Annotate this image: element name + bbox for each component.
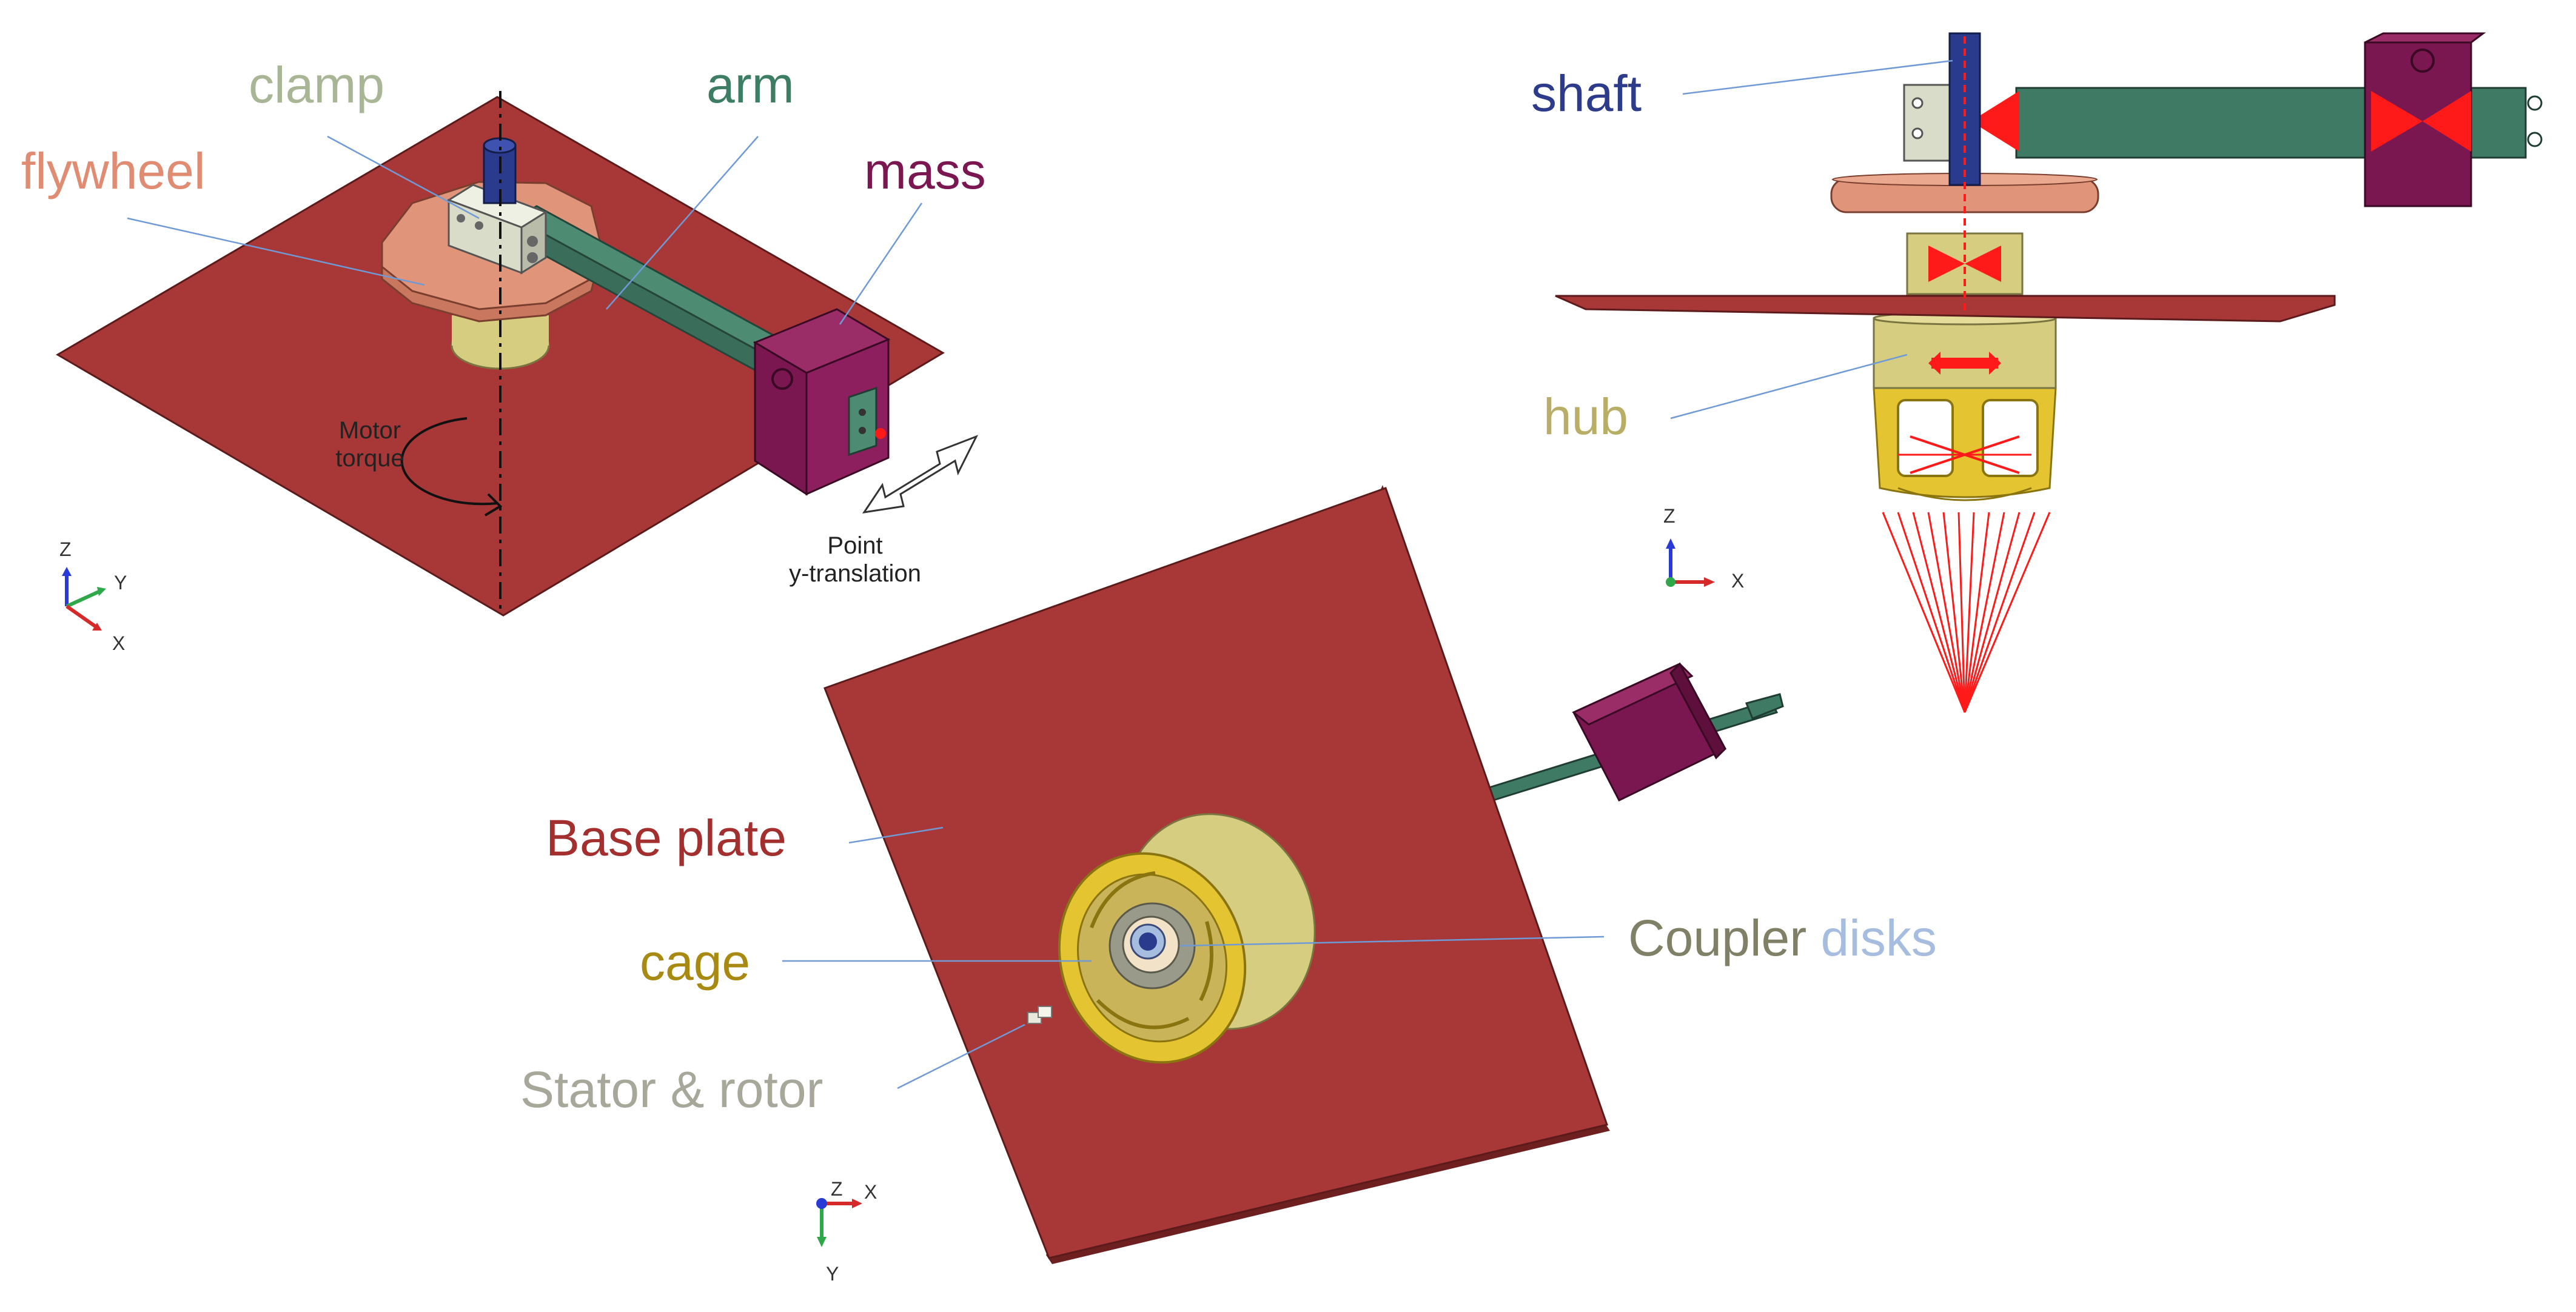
label-cage-text: cage xyxy=(640,934,751,991)
label-disks-text: disks xyxy=(1820,909,1937,966)
side-shaft xyxy=(1948,32,1981,315)
label-flywheel-text: flywheel xyxy=(21,142,206,199)
iso-triad-z: Z xyxy=(59,538,72,560)
label-hub: hub xyxy=(1543,391,1628,442)
side-constraint-cone xyxy=(1882,512,2051,713)
label-hub-text: hub xyxy=(1543,388,1629,445)
motor-torque-arrow xyxy=(400,417,503,517)
bottom-leaders xyxy=(782,826,1605,1089)
label-mass-text: mass xyxy=(864,142,986,199)
bottom-triad xyxy=(816,1198,862,1247)
iso-triad-y: Y xyxy=(114,572,127,594)
label-shaft-text: shaft xyxy=(1531,65,1642,122)
side-cage xyxy=(1873,387,2057,501)
bottom-triad-x: X xyxy=(864,1181,877,1203)
label-stator-rotor-text: Stator & rotor xyxy=(520,1061,823,1118)
side-leaders xyxy=(1670,59,1953,420)
bottom-stator-rotor xyxy=(1027,1006,1052,1024)
side-load-markers xyxy=(1898,246,2031,474)
side-base-plate xyxy=(1555,295,2336,323)
label-clamp: clamp xyxy=(249,59,384,110)
label-cage: cage xyxy=(640,937,750,988)
isometric-view xyxy=(56,91,979,631)
label-point-translation-line2: y-translation xyxy=(789,560,921,587)
label-clamp-text: clamp xyxy=(249,56,385,113)
label-point-translation: Point y-translation xyxy=(764,534,946,586)
label-motor-torque: Motor torque xyxy=(327,418,412,470)
side-triad-z: Z xyxy=(1663,505,1675,527)
side-hub xyxy=(1873,311,2057,389)
bottom-coupler-disks xyxy=(1109,902,1196,989)
side-end-bracket xyxy=(2470,87,2543,159)
bottom-triad-z: Z xyxy=(831,1178,843,1200)
label-stator-rotor: Stator & rotor xyxy=(520,1064,823,1115)
point-translation-arrow xyxy=(862,435,979,514)
label-base-plate: Base plate xyxy=(546,812,787,863)
side-view xyxy=(1555,32,2543,713)
bottom-view xyxy=(782,485,1784,1264)
label-shaft: shaft xyxy=(1531,68,1642,119)
label-coupler-disks: Coupler disks xyxy=(1628,912,1937,963)
iso-triad xyxy=(62,567,106,631)
iso-mass xyxy=(753,308,891,496)
side-triad xyxy=(1666,538,1715,587)
label-motor-torque-line1: Motor xyxy=(338,417,401,444)
side-mass xyxy=(2364,32,2486,207)
label-point-translation-line1: Point xyxy=(827,532,883,559)
bottom-triad-y: Y xyxy=(826,1263,839,1285)
label-motor-torque-line2: torque xyxy=(335,445,404,472)
iso-clamp xyxy=(446,184,548,275)
iso-triad-x: X xyxy=(112,632,126,654)
side-triad-x: X xyxy=(1731,570,1745,592)
label-base-plate-text: Base plate xyxy=(546,809,787,866)
label-arm-text: arm xyxy=(706,56,794,113)
iso-leaders xyxy=(127,135,923,325)
bottom-mass xyxy=(1572,662,1727,802)
label-arm: arm xyxy=(706,59,794,110)
label-coupler-text: Coupler xyxy=(1628,909,1807,966)
label-flywheel: flywheel xyxy=(21,146,205,196)
label-mass: mass xyxy=(864,146,986,196)
